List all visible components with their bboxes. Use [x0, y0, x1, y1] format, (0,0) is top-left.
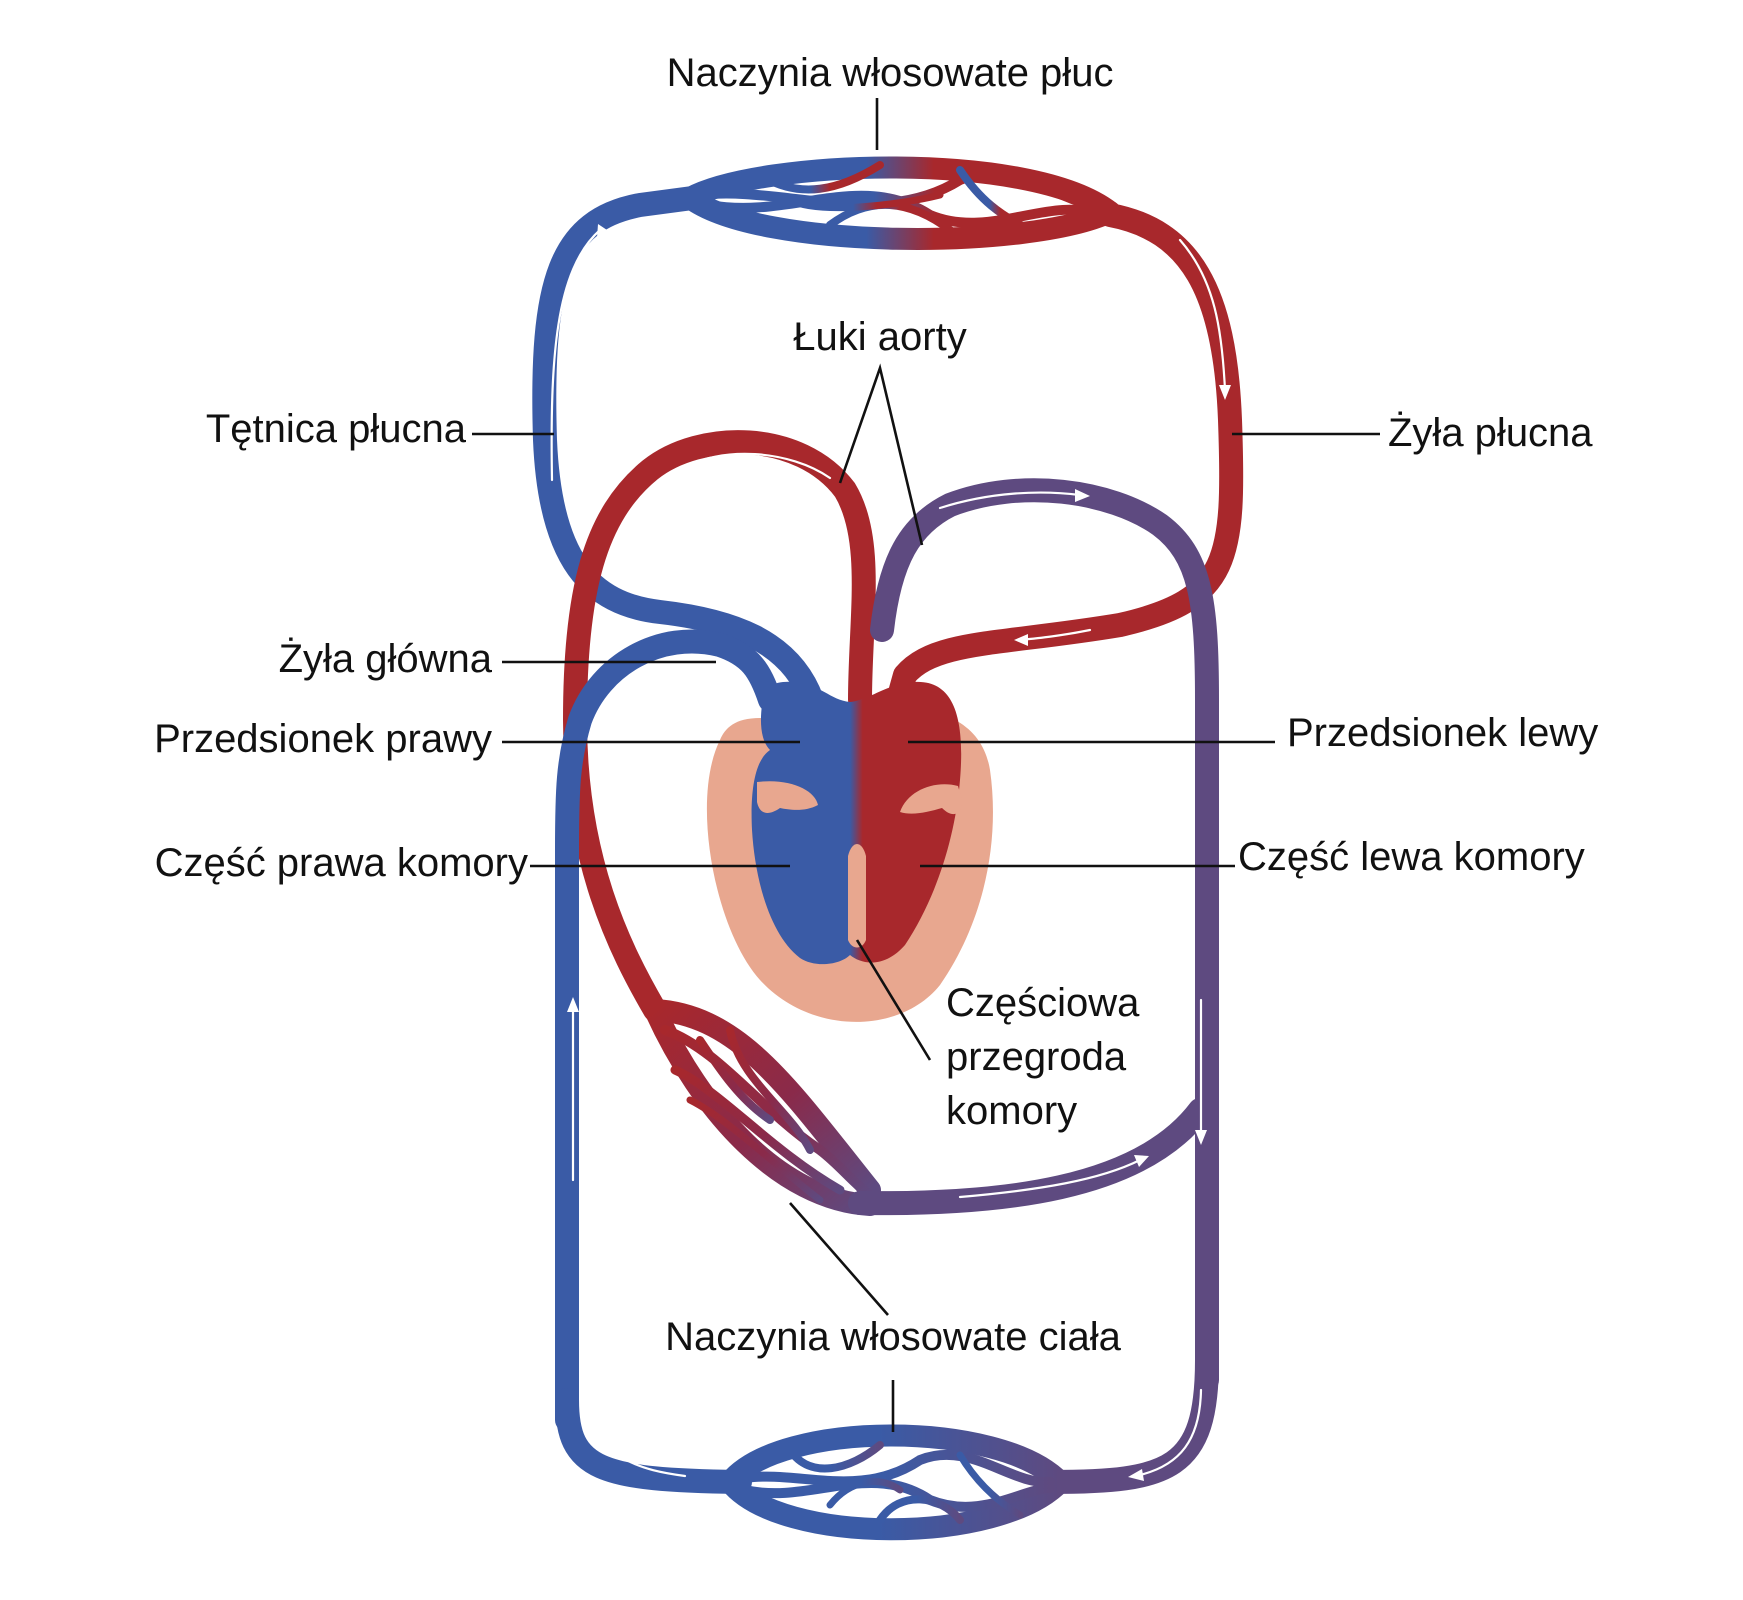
leader-body-capillaries-upper [789, 1202, 889, 1316]
flow-arrow-aortic-arch-left [678, 452, 832, 480]
label-vena-cava: Żyła główna [279, 636, 493, 681]
right-atrioventricular-notch [757, 781, 818, 813]
flow-arrows [550, 224, 1231, 1481]
label-left-atrium: Przedsionek lewy [1287, 711, 1598, 755]
flow-arrow-aortic-arch-right [938, 491, 1082, 510]
labels: Naczynia włosowate płuc Łuki aorty Tętni… [154, 51, 1598, 1359]
flow-arrow-head [567, 997, 579, 1012]
flow-arrow-head [1128, 1469, 1144, 1481]
flow-arrow-head [660, 470, 676, 482]
leader-lines [472, 98, 1380, 1432]
flow-arrow-head [597, 224, 610, 238]
flow-arrow-lower-left [583, 1408, 687, 1478]
label-pulmonary-vein: Żyła płucna [1388, 410, 1593, 455]
mid-body-capillary-bed [644, 999, 881, 1216]
partial-septum [848, 844, 866, 948]
lung-capillary-bed [679, 156, 1121, 250]
label-right-ventricle: Część prawa komory [155, 841, 528, 885]
vessels [532, 156, 1244, 1541]
flow-arrow-head [1219, 385, 1231, 400]
flow-arrow-head [1195, 1130, 1207, 1145]
aortic-arch-left-vessel [563, 430, 876, 1022]
heart [706, 681, 993, 1022]
body-capillary-bed [719, 1424, 1071, 1541]
lower-left-loop-vessel [555, 1388, 752, 1494]
pulmonary-vein-vessel [886, 203, 1244, 712]
label-pulmonary-capillaries: Naczynia włosowate płuc [667, 51, 1114, 95]
flow-arrow-pulmonary-artery [550, 228, 602, 482]
label-pulmonary-artery: Tętnica płucna [206, 407, 467, 451]
mid-body-return-vessel [848, 1098, 1212, 1216]
label-right-atrium: Przedsionek prawy [154, 717, 492, 761]
lower-right-loop-vessel [1038, 1348, 1219, 1494]
flow-arrow-head [580, 1400, 592, 1416]
label-septum-line3: komory [946, 1089, 1077, 1133]
label-septum-line2: przegroda [946, 1035, 1127, 1079]
flow-arrow-mid-return [958, 1158, 1142, 1199]
flow-arrow-head [1075, 489, 1090, 502]
vena-cava-vessel [555, 629, 782, 1432]
label-septum-line1: Częściowa [946, 981, 1140, 1025]
leader-septum [855, 939, 932, 1061]
flow-arrow-head [1134, 1155, 1149, 1167]
label-body-capillaries: Naczynia włosowate ciała [665, 1315, 1122, 1359]
flow-arrow-lower-right [1138, 1388, 1203, 1477]
label-left-ventricle: Część lewa komory [1238, 835, 1585, 879]
flow-arrow-head [1014, 634, 1028, 646]
heart-chambers [751, 681, 962, 965]
left-atrioventricular-notch [900, 784, 962, 815]
label-aortic-arches: Łuki aorty [793, 315, 966, 359]
pulmonary-artery-vessel [532, 185, 824, 712]
leader-aortic-arches [838, 363, 924, 546]
flow-arrow-pulmonary-vein [1178, 238, 1227, 392]
